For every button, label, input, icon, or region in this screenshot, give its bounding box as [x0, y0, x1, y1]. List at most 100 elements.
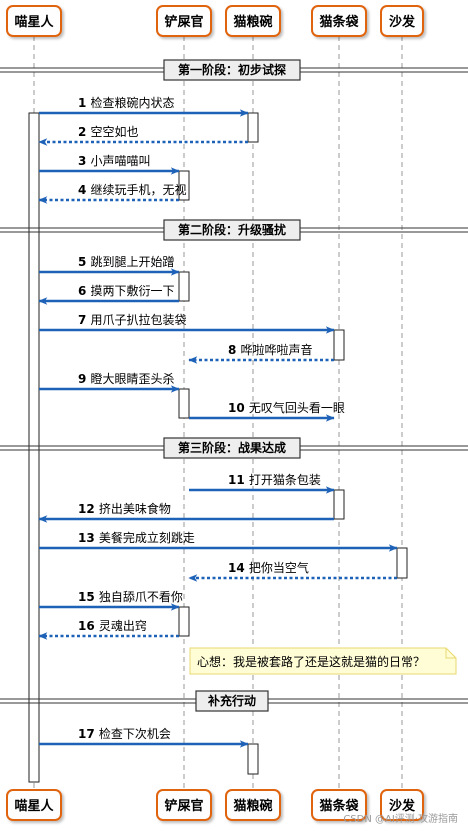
participant-label: 铲屎官 — [164, 14, 203, 30]
participant-bag-top: 猫条袋 — [311, 5, 367, 37]
message-11: 11 打开猫条包装 — [189, 473, 335, 494]
participant-bowl-bottom: 猫粮碗 — [225, 789, 281, 821]
message-text: 挤出美味食物 — [99, 501, 171, 516]
message-label: 7 用爪子扒拉包装袋 — [78, 312, 187, 327]
message-text: 打开猫条包装 — [249, 473, 321, 487]
message-label: 13 美餐完成立刻跳走 — [78, 530, 195, 545]
message-1: 1 检查粮碗内状态 — [39, 95, 249, 117]
message-3: 3 小声喵喵叫 — [39, 154, 180, 175]
message-label: 5 跳到腿上开始蹭 — [78, 255, 175, 269]
message-5: 5 跳到腿上开始蹭 — [39, 255, 180, 276]
message-text: 无叹气回头看一眼 — [249, 400, 345, 415]
divider-phase-1: 第一阶段：初步试探 — [0, 59, 468, 81]
message-text: 哗啦哗啦声音 — [241, 342, 313, 357]
message-text: 瞪大眼睛歪头杀 — [91, 371, 175, 386]
message-text: 灵魂出窍 — [99, 618, 147, 633]
participant-box — [6, 789, 62, 821]
participant-box — [380, 789, 424, 821]
message-10: 10 无叹气回头看一眼 — [189, 400, 345, 422]
message-number: 10 — [228, 401, 249, 415]
divider-label: 第三阶段：战果达成 — [178, 440, 286, 455]
message-text: 空空如也 — [91, 124, 139, 139]
message-number: 16 — [78, 619, 99, 633]
message-6: 6 摸两下敷衍一下 — [38, 283, 179, 305]
lifelines — [33, 36, 403, 790]
message-text: 摸两下敷衍一下 — [91, 283, 175, 298]
message-16: 16 灵魂出窍 — [38, 618, 179, 640]
activation-bars — [28, 112, 408, 783]
thought-note: 心想：我是被套路了还是这就是猫的日常？ — [189, 647, 457, 675]
message-label: 17 检查下次机会 — [78, 726, 171, 741]
message-2: 2 空空如也 — [38, 124, 248, 146]
activation-owner — [178, 271, 190, 302]
participant-box — [225, 789, 281, 821]
message-text: 把你当空气 — [249, 560, 309, 575]
message-9: 9 瞪大眼睛歪头杀 — [39, 371, 180, 393]
message-number: 9 — [78, 372, 91, 386]
participant-bowl-top: 猫粮碗 — [225, 5, 281, 37]
message-number: 17 — [78, 727, 99, 741]
participant-sofa-bottom: 沙发 — [380, 789, 424, 821]
message-number: 2 — [78, 125, 91, 139]
message-label: 9 瞪大眼睛歪头杀 — [78, 371, 175, 386]
activation-owner — [178, 606, 190, 637]
note-text: 心想：我是被套路了还是这就是猫的日常？ — [197, 654, 425, 669]
participant-label: 喵星人 — [14, 798, 54, 814]
message-number: 15 — [78, 590, 99, 604]
message-number: 8 — [228, 343, 241, 357]
message-label: 1 检查粮碗内状态 — [78, 95, 175, 110]
divider-label: 第二阶段：升级骚扰 — [178, 222, 286, 237]
message-number: 4 — [78, 183, 91, 197]
message-text: 检查下次机会 — [99, 726, 171, 741]
message-label: 3 小声喵喵叫 — [78, 154, 151, 168]
participant-label: 沙发 — [389, 14, 416, 30]
participant-box — [225, 5, 281, 37]
message-number: 11 — [228, 473, 249, 487]
participant-box — [6, 5, 62, 37]
message-label: 2 空空如也 — [78, 124, 139, 139]
message-7: 7 用爪子扒拉包装袋 — [39, 312, 335, 334]
activation-bowl — [247, 112, 259, 143]
message-label: 10 无叹气回头看一眼 — [228, 400, 345, 415]
divider-label: 补充行动 — [207, 693, 256, 708]
divider-label: 第一阶段：初步试探 — [178, 62, 286, 77]
message-number: 12 — [78, 502, 99, 516]
message-number: 7 — [78, 313, 91, 327]
message-12: 12 挤出美味食物 — [38, 501, 334, 523]
participant-owner-top: 铲屎官 — [156, 5, 212, 37]
message-label: 16 灵魂出窍 — [78, 618, 147, 633]
participant-label: 猫条袋 — [319, 798, 359, 814]
message-text: 独自舔爪不看你 — [99, 590, 183, 604]
message-text: 继续玩手机，无视 — [91, 182, 187, 197]
message-label: 4 继续玩手机，无视 — [78, 182, 187, 197]
activation-bag — [333, 329, 345, 361]
participant-box — [380, 5, 424, 37]
message-label: 15 独自舔爪不看你 — [78, 590, 183, 604]
participant-bag-bottom: 猫条袋 — [311, 789, 367, 821]
message-text: 美餐完成立刻跳走 — [99, 530, 195, 545]
message-label: 12 挤出美味食物 — [78, 501, 171, 516]
message-number: 5 — [78, 255, 91, 269]
participant-label: 喵星人 — [14, 14, 54, 30]
message-label: 11 打开猫条包装 — [228, 473, 321, 487]
message-number: 1 — [78, 96, 91, 110]
activation-owner — [178, 170, 190, 201]
watermark: CSDN @AI评测·攻游指南 — [343, 812, 458, 825]
divider-phase-3: 第三阶段：战果达成 — [0, 437, 468, 459]
participant-label: 猫粮碗 — [233, 798, 272, 814]
message-number: 3 — [78, 154, 91, 168]
participant-label: 猫条袋 — [319, 14, 359, 30]
activation-sofa — [396, 547, 408, 579]
participant-cat-bottom: 喵星人 — [6, 789, 62, 821]
message-8: 8 哗啦哗啦声音 — [188, 342, 334, 364]
participant-box — [156, 5, 212, 37]
participant-sofa-top: 沙发 — [380, 5, 424, 37]
message-text: 检查粮碗内状态 — [91, 95, 175, 110]
divider-phase-2: 第二阶段：升级骚扰 — [0, 219, 468, 241]
participant-box — [156, 789, 212, 821]
message-number: 6 — [78, 284, 91, 298]
activation-owner — [178, 388, 190, 419]
message-14: 14 把你当空气 — [188, 560, 397, 582]
